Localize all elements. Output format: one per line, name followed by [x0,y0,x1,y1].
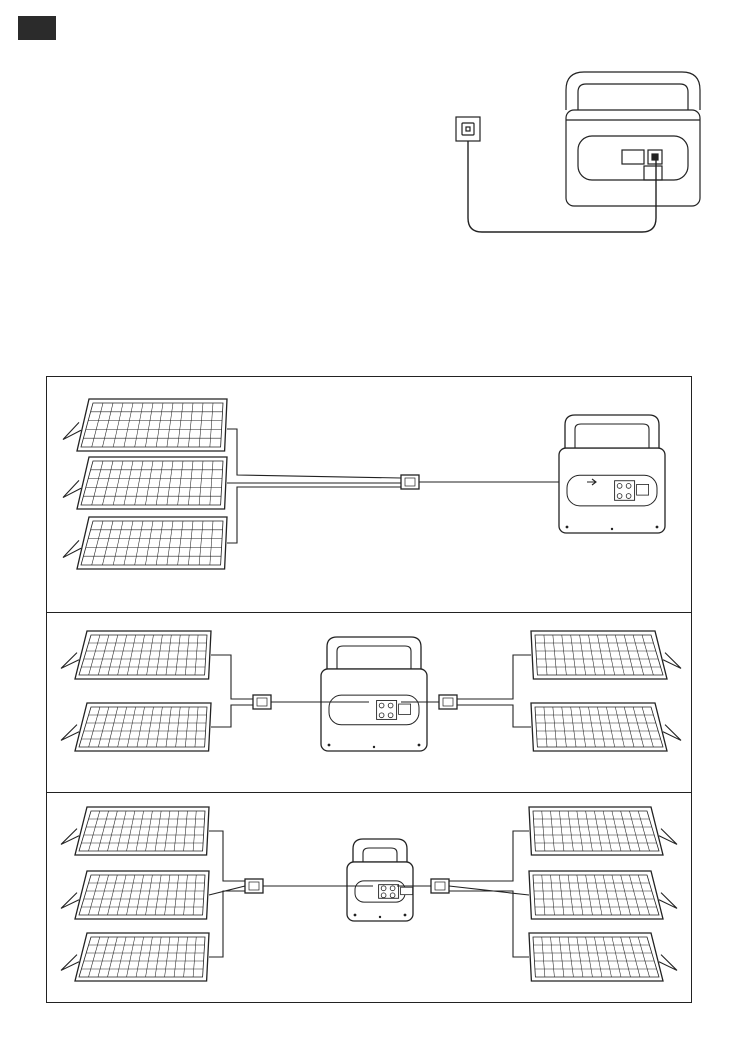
cable [457,705,531,727]
ac-cable [468,141,656,232]
cable [449,891,529,957]
solar-panel [529,871,677,919]
solar-panel [63,457,227,509]
power-station [566,72,700,206]
solar-panel [61,631,211,679]
cable [449,831,529,881]
config-four-panels [47,612,691,793]
cable [227,487,401,543]
power-station [321,637,427,751]
combiner-connector [253,695,271,709]
cable [211,705,253,727]
combiner-connector [439,695,457,709]
combiner-connector [431,879,449,893]
solar-panel [531,703,681,751]
power-station [347,839,413,921]
solar-panel [61,871,209,919]
solar-panel [529,933,677,981]
solar-panel [61,703,211,751]
cable [209,891,245,957]
cable [227,429,401,478]
cable [457,655,531,699]
combiner-connector [245,879,263,893]
cable [211,655,253,699]
solar-panel [531,631,681,679]
solar-panel [61,807,209,855]
wall-outlet [456,117,480,141]
solar-panel [529,807,677,855]
cable [209,831,245,881]
config-three-panels [47,377,691,612]
solar-panel [61,933,209,981]
config-six-panels [47,792,691,1003]
solar-configurations-frame [46,376,692,1003]
power-station [559,415,665,533]
combiner-connector [401,475,419,489]
ac-charging-figure [0,0,738,260]
solar-panel [63,399,227,451]
solar-panel [63,517,227,569]
